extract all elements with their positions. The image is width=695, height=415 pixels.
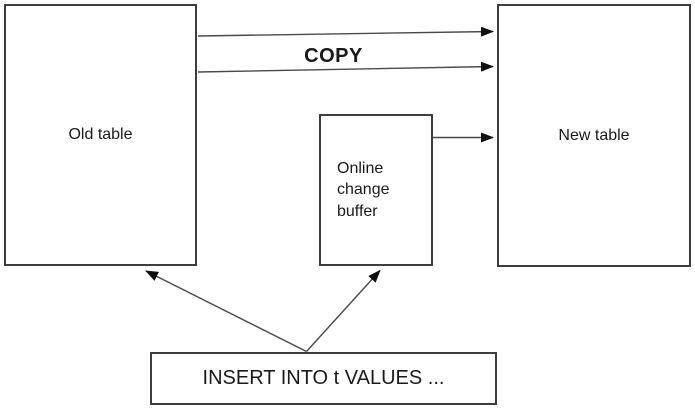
buffer-label-line-1: Online xyxy=(337,159,384,177)
copy-arrow-label: COPY xyxy=(304,45,363,67)
copy-arrow-top xyxy=(197,26,494,37)
insert-to-buffer-arrow xyxy=(305,269,381,352)
new-table-label: New table xyxy=(558,126,630,144)
online-change-buffer-label: Online change buffer xyxy=(321,158,390,223)
old-table-node: Old table xyxy=(4,4,197,266)
insert-statement-label: INSERT INTO t VALUES ... xyxy=(202,367,445,389)
online-change-buffer-node: Online change buffer xyxy=(319,114,433,266)
old-table-label: Old table xyxy=(68,126,133,144)
buffer-label-line-2: change xyxy=(337,181,390,199)
buffer-label-line-3: buffer xyxy=(337,202,378,220)
insert-statement-node: INSERT INTO t VALUES ... xyxy=(150,352,497,405)
new-table-node: New table xyxy=(497,4,691,267)
insert-to-old-table-arrow xyxy=(145,270,307,353)
